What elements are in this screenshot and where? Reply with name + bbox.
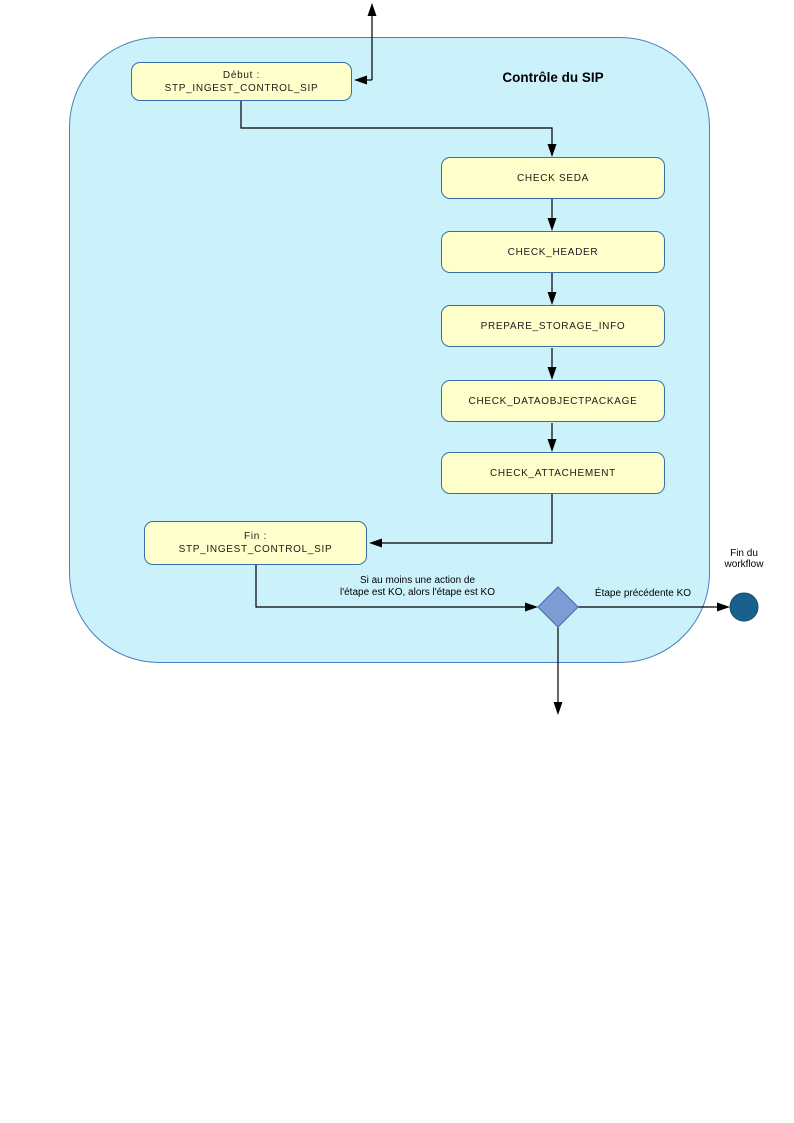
step-node-check-dataobjectpackage: CHECK_DATAOBJECTPACKAGE: [441, 380, 665, 422]
ko-condition-label: Si au moins une action de l'étape est KO…: [320, 575, 515, 599]
start-node-label-line2: STP_INGEST_CONTROL_SIP: [164, 82, 319, 94]
ko-condition-line2: l'étape est KO, alors l'étape est KO: [339, 587, 495, 598]
step-label: CHECK_DATAOBJECTPACKAGE: [468, 395, 638, 407]
step-label: CHECK SEDA: [516, 172, 589, 184]
step-node-check-attachement: CHECK_ATTACHEMENT: [441, 452, 665, 494]
end-node-label-line2: STP_INGEST_CONTROL_SIP: [178, 544, 333, 555]
step-node-prepare-storage-info: PREPARE_STORAGE_INFO: [441, 305, 665, 347]
step-node-check-header: CHECK_HEADER: [441, 231, 665, 273]
end-workflow-label: Fin du workflow: [714, 548, 774, 570]
end-workflow-line1: Fin du: [730, 548, 758, 559]
previous-step-ko-label: Étape précédente KO: [594, 588, 692, 599]
start-node: Début : STP_INGEST_CONTROL_SIP: [131, 62, 352, 101]
end-node-label-line1: Fin :: [244, 531, 267, 542]
step-label: PREPARE_STORAGE_INFO: [480, 320, 626, 332]
workflow-step-container: [69, 37, 710, 663]
workflow-end-circle: [729, 592, 759, 622]
end-workflow-line2: workflow: [724, 559, 764, 570]
end-node: Fin : STP_INGEST_CONTROL_SIP: [144, 521, 367, 565]
step-node-check-seda: CHECK SEDA: [441, 157, 665, 199]
start-node-label-line1: Début :: [222, 69, 261, 81]
ko-condition-line1: Si au moins une action de: [359, 575, 476, 586]
diagram-title: Contrôle du SIP: [502, 70, 604, 85]
step-label: CHECK_HEADER: [507, 246, 599, 258]
step-label: CHECK_ATTACHEMENT: [490, 467, 616, 479]
